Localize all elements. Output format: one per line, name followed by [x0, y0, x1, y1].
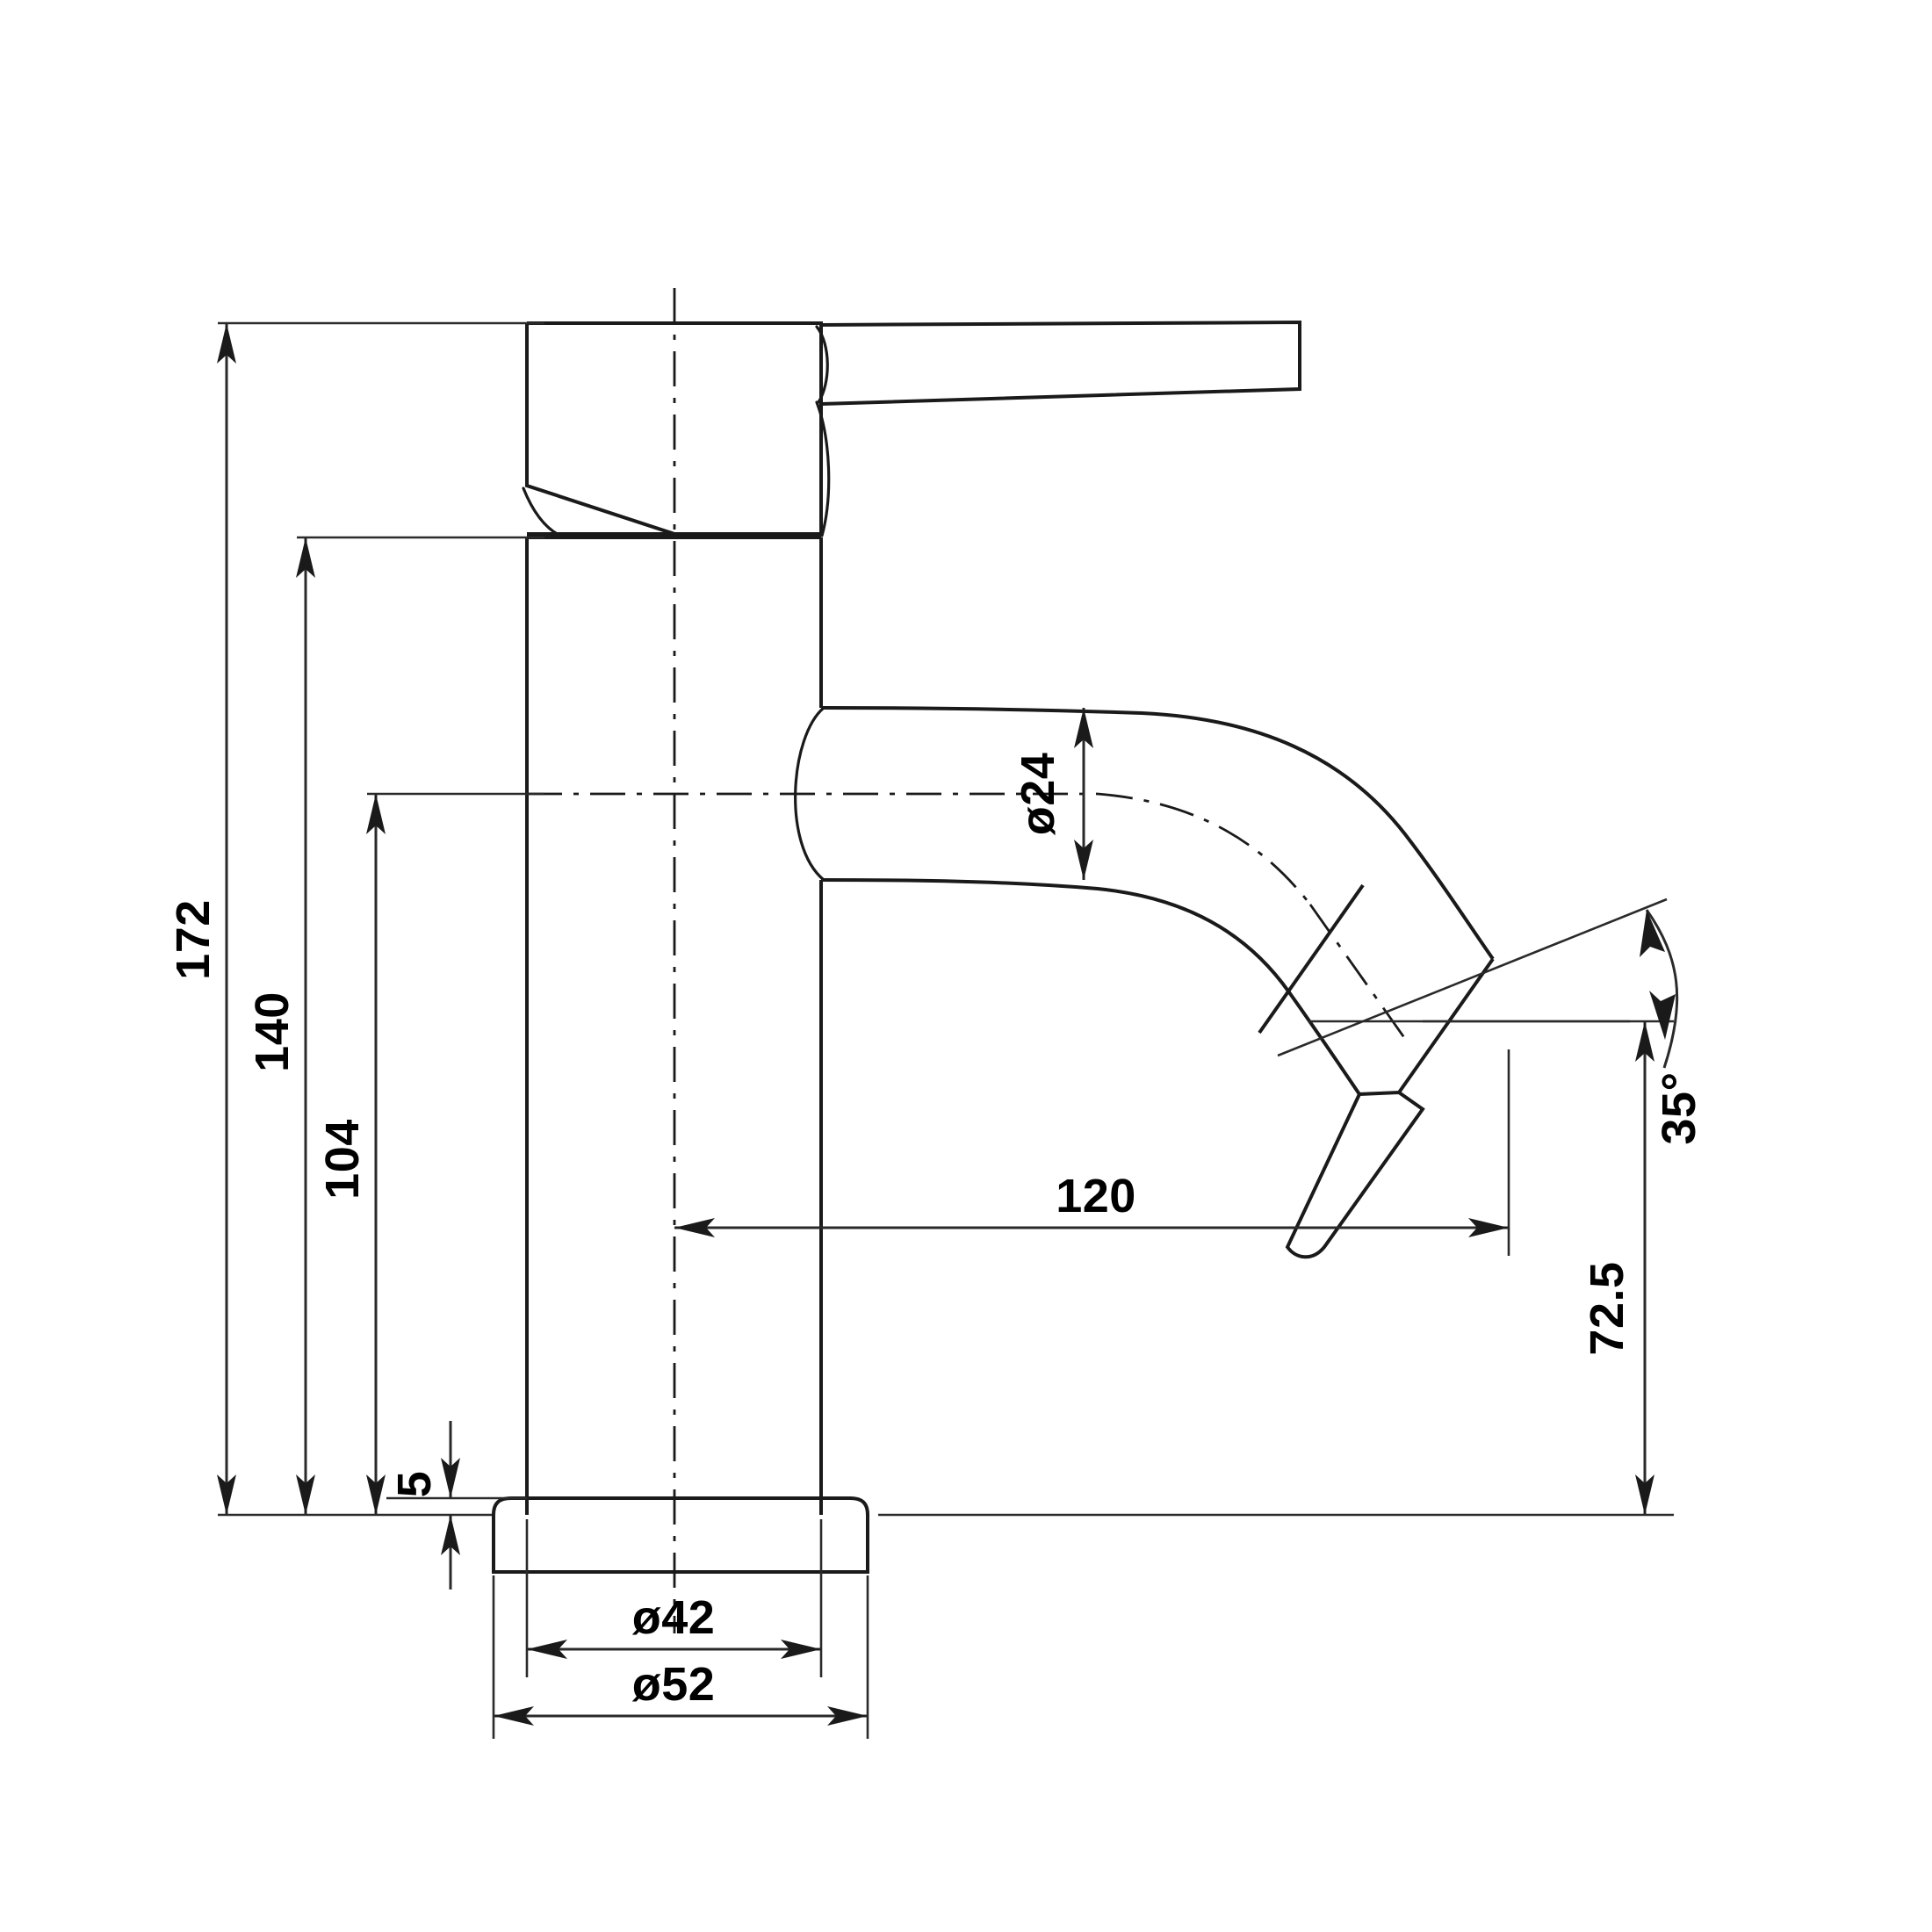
aerator-end-face [1397, 957, 1495, 1094]
cartridge-head-right-fillet [815, 400, 831, 537]
aerator-rim [1285, 1090, 1425, 1259]
spout-column-transition [794, 706, 825, 882]
dim-label-104: 104 [316, 1119, 369, 1200]
spout [794, 706, 1495, 1096]
faucet-body-group [492, 320, 1495, 1574]
dimension-outlet-angle: 35° [1277, 898, 1705, 1145]
angle-arc [1645, 909, 1679, 1069]
lever-handle [815, 320, 1301, 406]
dim-label-o52: ø52 [632, 1658, 716, 1711]
dim-label-35: 35° [1653, 1071, 1705, 1144]
spout-curve-centerline [1097, 792, 1312, 905]
aerator-split-line [1258, 883, 1365, 1034]
cartridge-head-fillet [522, 487, 562, 537]
angle-inclined-reference [1277, 898, 1668, 1057]
spout-inner-profile [820, 878, 1361, 1096]
aerator-outlet [1258, 883, 1495, 1259]
dimension-outlet-height: 72.5 [878, 1020, 1674, 1517]
dim-label-o24: ø24 [1012, 753, 1064, 836]
dim-label-5: 5 [388, 1471, 441, 1498]
base-flange-outline [492, 1496, 869, 1574]
dim-label-120: 120 [1056, 1170, 1136, 1222]
arrow-35-lower [1649, 991, 1676, 1040]
dim-label-o42: ø42 [632, 1591, 716, 1644]
dim-label-725: 72.5 [1581, 1261, 1633, 1355]
dimension-spout-reach: 120 [674, 1049, 1510, 1256]
cartridge-head [522, 321, 831, 537]
centerlines-group [527, 288, 1411, 1633]
dimension-total-height: 172 [167, 321, 544, 1517]
dimension-column-diameter: ø42 [525, 1519, 823, 1677]
dimension-spout-height: 104 [316, 792, 544, 1515]
dimension-body-height: 140 [246, 536, 544, 1515]
aerator-centerline [1308, 904, 1411, 1046]
spout-outer-profile [820, 706, 1495, 961]
dimension-spout-diameter: ø24 [1012, 708, 1093, 880]
dim-label-172: 172 [167, 899, 220, 980]
dimension-flange-thickness: 5 [386, 1421, 527, 1590]
dimension-flange-diameter: ø52 [492, 1575, 869, 1739]
dim-label-140: 140 [246, 991, 299, 1072]
column-body [525, 536, 823, 1515]
lever-handle-outline [820, 320, 1301, 406]
arrow-35-upper [1640, 910, 1665, 957]
base-flange [492, 1496, 869, 1574]
cartridge-head-chamfer [525, 323, 675, 536]
